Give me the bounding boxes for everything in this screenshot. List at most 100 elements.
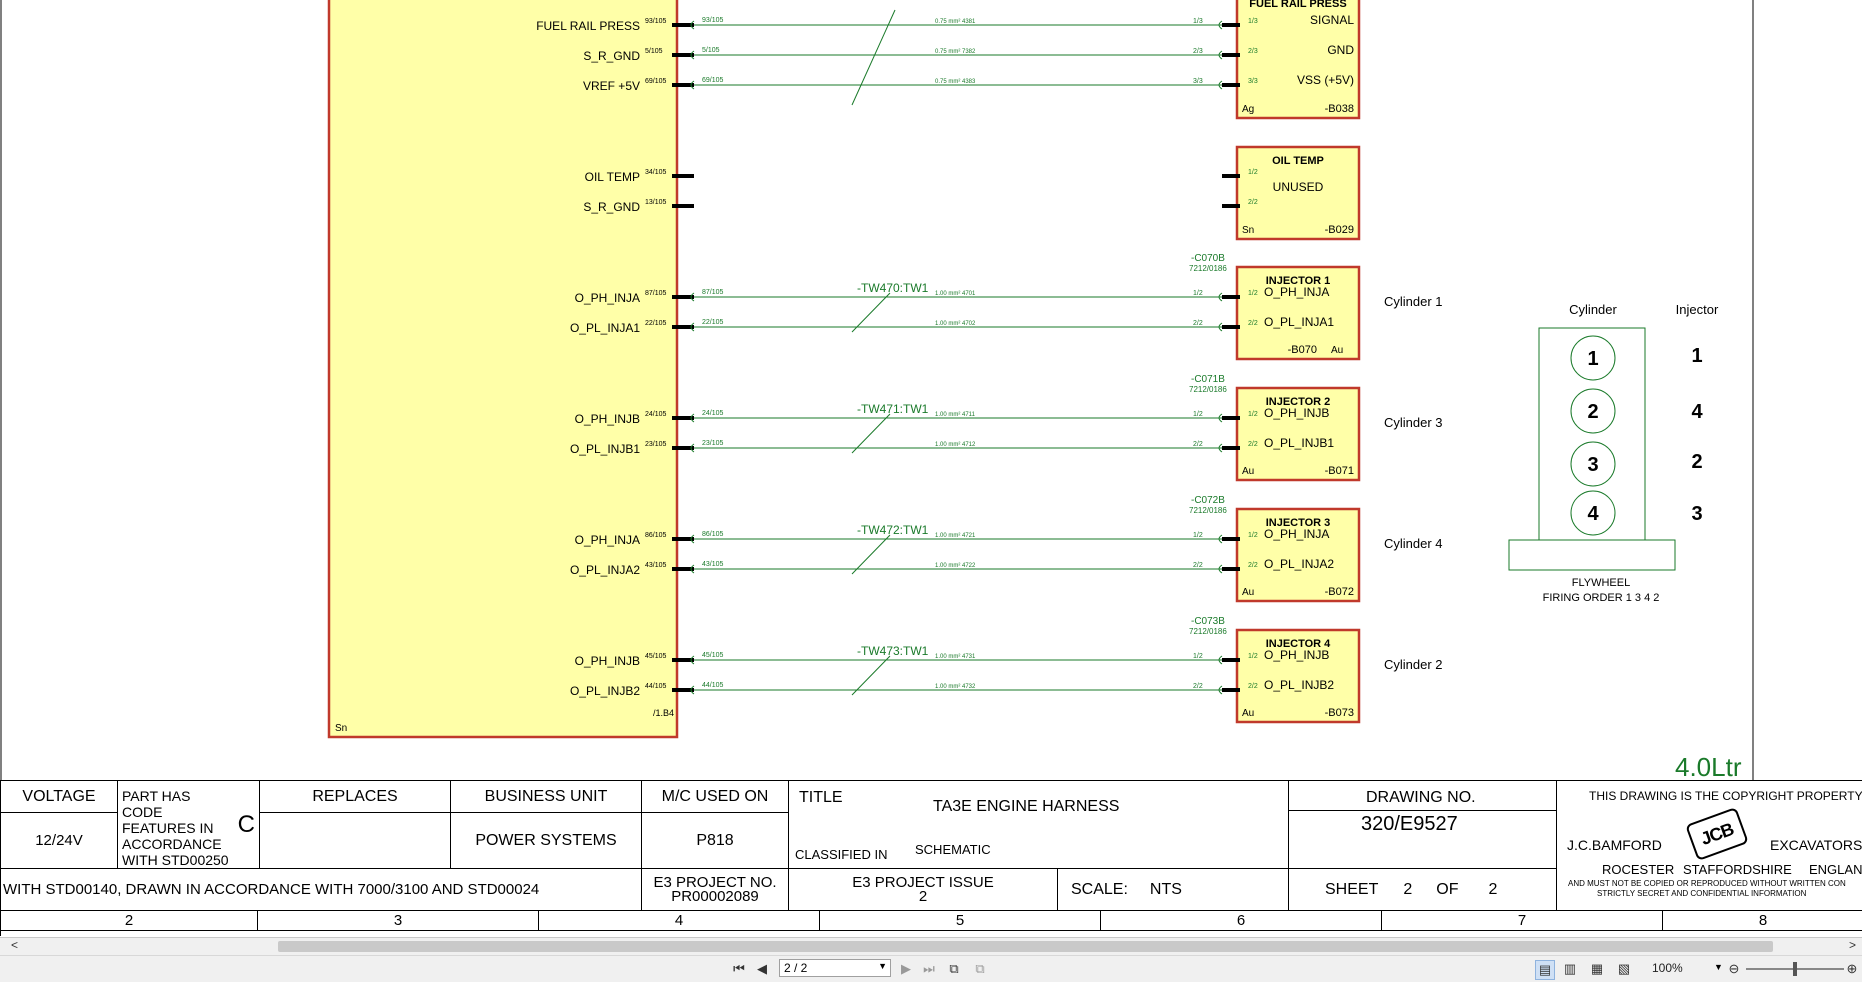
e3-project-label: E3 PROJECT NO. [653,873,777,891]
connector-part: 7212/0186 [1189,385,1227,394]
horizontal-scrollbar[interactable]: < > [0,937,1862,955]
drawing-title: TA3E ENGINE HARNESS [933,798,1120,815]
wire-pin-tag: 43/105 [702,561,724,568]
ecu-pin-label: O_PH_INJB [575,654,640,668]
wire-end-conn [1218,534,1223,544]
ecu-pin-number: 24/105 [645,411,667,418]
first-page-icon[interactable]: ⏮ [733,961,745,976]
scrollbar-thumb[interactable] [278,941,1773,952]
cylinder-number: 1 [1587,348,1598,370]
component-line: SIGNAL [1310,13,1354,27]
business-unit-value: POWER SYSTEMS [451,813,642,869]
jcb-logo-text: JCB [1697,818,1736,849]
component-title: OIL TEMP [1272,155,1324,167]
std-line: WITH STD00140, DRAWN IN ACCORDANCE WITH … [1,869,642,911]
wire-end-conn [1218,50,1223,60]
sheet-label: SHEET [1325,880,1379,898]
zoom-dropdown-icon[interactable]: ▼ [1714,962,1723,972]
jcb-logo: JCB [1685,806,1749,862]
ecu-pin-label: OIL TEMP [585,170,640,184]
ecu-pin-label: S_R_GND [583,49,640,63]
wire-spec: 1.00 mm² 4712 [935,442,976,448]
component-pin: 1/2 [1248,169,1258,176]
facing-continuous-view-icon[interactable]: ▧ [1617,961,1631,976]
next-page-icon[interactable]: ▶ [901,961,911,976]
wire-end-ecu [690,655,695,665]
e3-issue-value: 2 [918,887,928,905]
part-code-letter: C [237,811,255,838]
of-label: OF [1436,880,1459,898]
last-page-icon[interactable]: ⏭ [923,961,935,976]
zone-4: 4 [539,911,820,931]
scroll-right-arrow[interactable]: > [1849,938,1857,952]
continuous-view-icon[interactable]: ▥ [1563,961,1577,976]
wire-spec: 0.75 mm² 4381 [935,19,976,25]
wire-conn-pin: 2/2 [1193,320,1203,327]
company-name: J.C.BAMFORD [1567,837,1662,853]
bundle-slash [851,9,896,106]
wire-end-ecu [690,20,695,30]
component-title: INJECTOR 4 [1266,638,1331,650]
component-corner: Au [1242,587,1254,598]
cylinder-circle [1570,490,1616,536]
ecu-pin-number: 44/105 [645,683,667,690]
injector-number: 4 [1691,401,1703,423]
component-pin: 2/2 [1248,320,1258,327]
connector-id: -C073B [1191,616,1225,627]
wire-pin-tag: 23/105 [702,440,724,447]
cylinder-number: 3 [1587,454,1598,476]
twist-label: -TW471:TW1 [857,402,929,416]
zoom-in-icon[interactable]: ⊕ [1846,961,1858,976]
zoom-out-icon[interactable]: ⊖ [1728,961,1740,976]
scroll-left-arrow[interactable]: < [11,938,19,952]
connector-part: 7212/0186 [1189,264,1227,273]
component-corner: Au [1242,708,1254,719]
title-label: TITLE [799,789,843,806]
flywheel-box [1508,539,1676,571]
ecu-pin-label: VREF +5V [583,79,640,93]
replaces-value [260,813,451,869]
wire-end-ecu [690,564,695,574]
voltage-label: VOLTAGE [1,781,118,813]
single-page-view-icon[interactable]: ▤ [1535,960,1555,980]
component-box [1235,265,1361,361]
twist-label: -TW472:TW1 [857,523,929,537]
page-selector[interactable]: 2 / 2 ▼ [779,959,891,977]
business-unit-label: BUSINESS UNIT [451,781,642,813]
injector-number: 3 [1691,503,1702,525]
twist-label: -TW473:TW1 [857,644,929,658]
wire-pin-tag: 24/105 [702,410,724,417]
wire-pin-tag: 69/105 [702,77,724,84]
drawing-no-cell: DRAWING NO. 320/E9527 [1289,781,1557,869]
sheet-cell: SHEET 2 OF 2 [1289,869,1557,911]
component-ref: -B038 [1325,103,1354,115]
wire-end-ecu [690,292,695,302]
wire-conn-pin: 1/2 [1193,290,1203,297]
component-ref: -B071 [1325,465,1354,477]
injector-number: 1 [1691,345,1702,367]
component-pin: 2/2 [1248,683,1258,690]
component-pin: 1/3 [1248,18,1258,25]
wire-end-conn [1218,655,1223,665]
wire-end-conn [1218,413,1223,423]
ecu-pin-label: O_PL_INJB2 [570,684,640,698]
component-line: O_PH_INJA [1264,527,1329,541]
country-name: ENGLAND [1809,862,1862,877]
wire-spec: 0.75 mm² 4383 [935,79,976,85]
paste-icon[interactable]: ⧉ [975,961,985,976]
ecu-pin-number: 23/105 [645,441,667,448]
connector-id: -C072B [1191,495,1225,506]
cylinder-label: Cylinder 3 [1384,415,1443,430]
zoom-slider-handle[interactable] [1793,962,1797,976]
facing-view-icon[interactable]: ▦ [1590,961,1604,976]
cylinder-label: Cylinder 2 [1384,657,1443,672]
sheet-value: 2 [1403,880,1413,898]
viewer-toolbar: ⏮ ◀ 2 / 2 ▼ ▶ ⏭ ⧉ ⧉ ▤ ▥ ▦ ▧ 100% ▼ ⊖ ⊕ [0,955,1862,982]
copy-icon[interactable]: ⧉ [949,961,959,976]
previous-page-icon[interactable]: ◀ [757,961,767,976]
ecu-pin-number: 43/105 [645,562,667,569]
component-pin: 1/2 [1248,290,1258,297]
cylinder-circle [1570,441,1616,487]
zoom-slider[interactable] [1746,962,1844,976]
